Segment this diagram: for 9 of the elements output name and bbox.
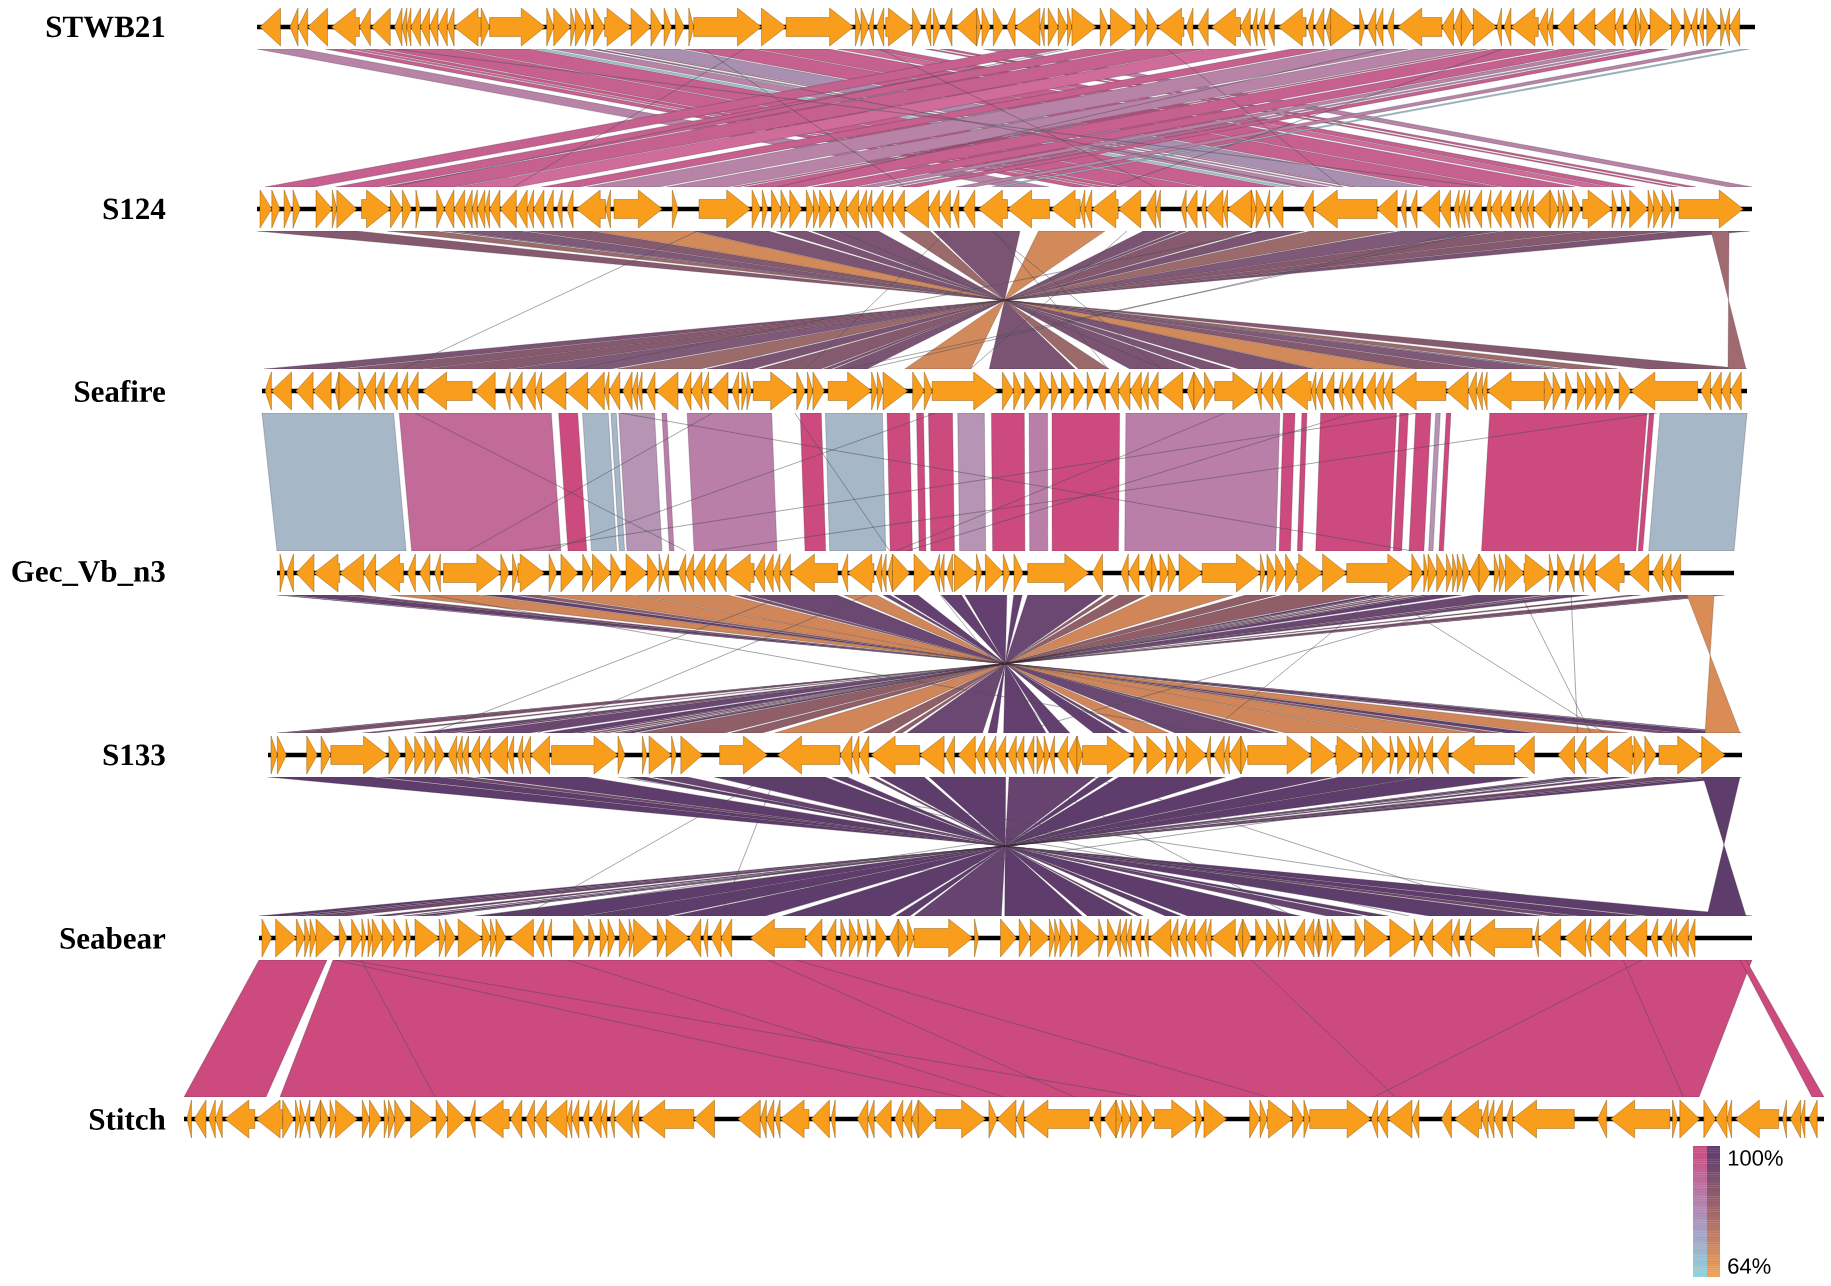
genome-label: Gec_Vb_n3	[12, 560, 165, 586]
percent-label: 64%	[1728, 1258, 1771, 1274]
genome-label: S133	[103, 744, 165, 766]
genome-label: STWB21	[46, 16, 165, 38]
percent-label: 100%	[1728, 1150, 1783, 1166]
genome-label: Stitch	[89, 1108, 166, 1130]
genome-label: Seabear	[60, 927, 166, 949]
genome-label: S124	[103, 198, 166, 220]
genome-label: Seafire	[75, 379, 165, 403]
